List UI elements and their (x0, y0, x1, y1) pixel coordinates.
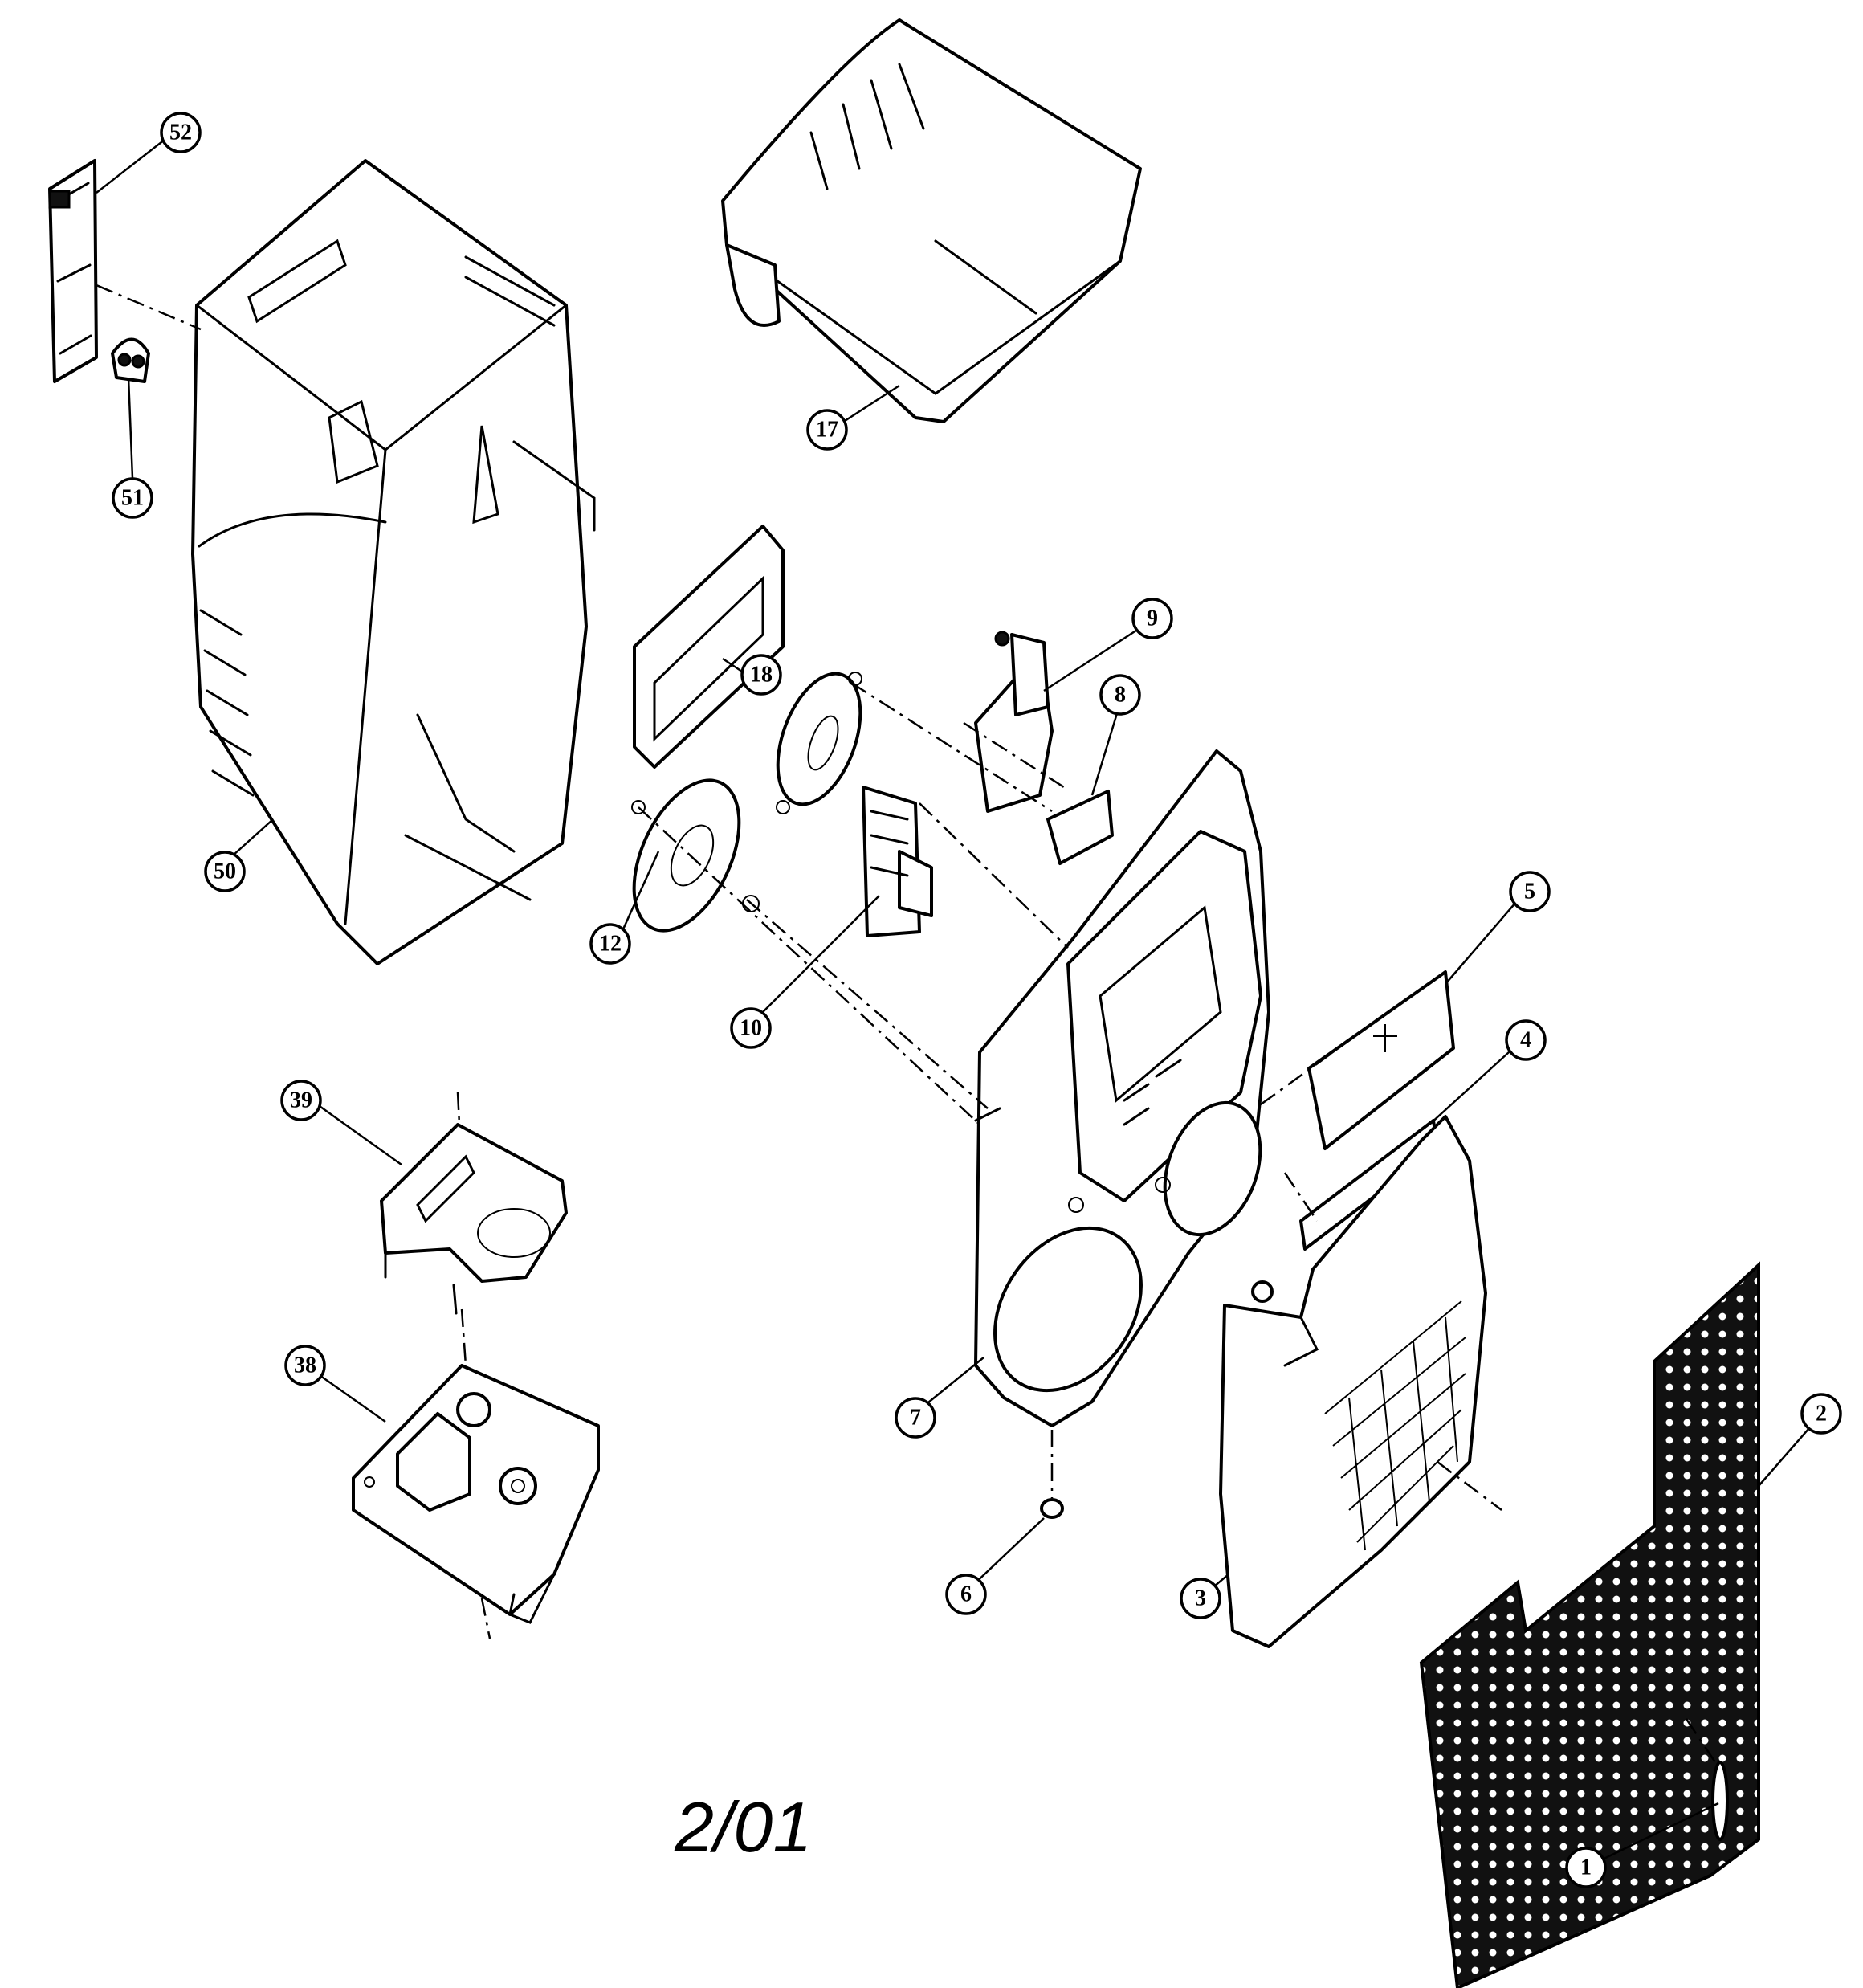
date-label: 2/01 (674, 1787, 812, 1867)
leader-lines (96, 136, 1816, 1865)
callout-3-label: 3 (1195, 1586, 1206, 1611)
callout-8: 8 (1099, 674, 1141, 716)
callout-10: 10 (730, 1007, 772, 1049)
callout-7-label: 7 (910, 1406, 921, 1431)
callout-8-label: 8 (1115, 683, 1126, 708)
callout-5-label: 5 (1524, 880, 1535, 904)
callout-5: 5 (1509, 871, 1551, 912)
part-17-top-cover (721, 18, 1142, 423)
callout-2-label: 2 (1816, 1402, 1827, 1427)
part-12-speaker-cone (631, 778, 760, 933)
callout-1: 1 (1565, 1847, 1607, 1888)
part-2-speaker-mesh (1419, 1261, 1760, 1988)
callout-2: 2 (1800, 1393, 1842, 1435)
part-6-foot (1040, 1280, 1274, 1519)
callout-18: 18 (740, 654, 782, 696)
assembly-lines (96, 284, 1720, 1768)
part-18-display-lens (633, 525, 785, 769)
part-3-grille-frame (1219, 1115, 1487, 1648)
callout-51-label: 51 (121, 486, 144, 511)
part-10-switch-assembly (862, 786, 933, 937)
part-51-bracket (111, 337, 150, 383)
callout-9-label: 9 (1147, 606, 1158, 631)
speaker-cone-upper (776, 672, 862, 814)
callout-9: 9 (1131, 598, 1173, 639)
callout-38: 38 (284, 1345, 326, 1386)
callout-52: 52 (160, 112, 202, 153)
callout-1-label: 1 (1580, 1855, 1592, 1880)
callout-4-label: 4 (1520, 1028, 1531, 1053)
callout-17-label: 17 (816, 418, 838, 443)
callout-39-label: 39 (290, 1088, 312, 1113)
part-50-cabinet (191, 159, 596, 965)
callout-12-label: 12 (599, 932, 622, 957)
part-9-bracket (974, 631, 1054, 813)
callout-38-label: 38 (294, 1353, 316, 1378)
part-38-cd-mechanism (352, 1364, 600, 1624)
callout-12: 12 (589, 923, 631, 965)
callout-10-label: 10 (740, 1016, 762, 1041)
part-39-mechanism-cover (380, 1123, 568, 1315)
callout-17: 17 (806, 409, 848, 451)
callout-50: 50 (204, 851, 246, 892)
callout-7: 7 (895, 1397, 936, 1439)
part-52-back-plate (48, 159, 98, 383)
callout-6-label: 6 (960, 1582, 972, 1607)
callout-39: 39 (280, 1080, 322, 1121)
callout-4: 4 (1505, 1019, 1547, 1061)
callout-18-label: 18 (750, 663, 773, 688)
part-8-plate (1046, 790, 1114, 865)
part-7-front-panel (974, 749, 1270, 1427)
callout-6: 6 (945, 1574, 987, 1615)
callout-51: 51 (112, 477, 153, 519)
callout-52-label: 52 (169, 120, 192, 145)
callout-50-label: 50 (214, 859, 236, 884)
part-1-badge (1711, 1761, 1729, 1841)
callout-3: 3 (1180, 1578, 1221, 1619)
part-5-window-panel (1307, 970, 1455, 1150)
